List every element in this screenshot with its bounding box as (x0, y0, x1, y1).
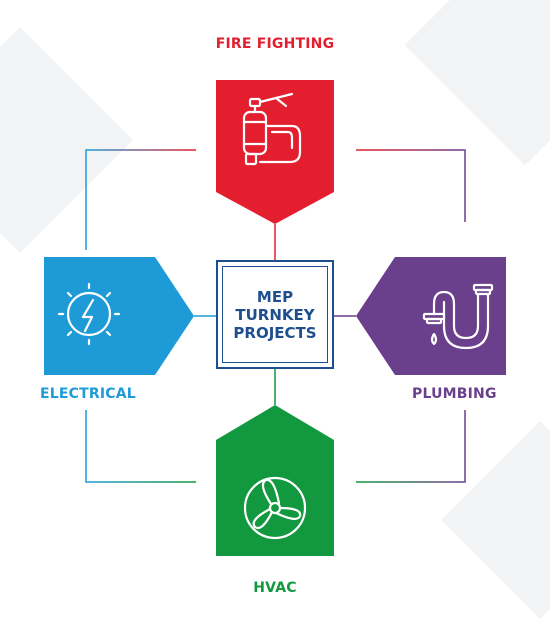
lightning-sun-icon (57, 282, 121, 346)
center-title-line-2: TURNKEY (235, 305, 315, 324)
connector-top-left (85, 149, 196, 250)
center-box: MEP TURNKEY PROJECTS (216, 260, 334, 369)
fire-fighting-label: FIRE FIGHTING (215, 36, 335, 52)
electrical-shape (44, 257, 194, 375)
hvac-shape (216, 405, 334, 556)
plumbing-shape (356, 257, 506, 375)
fan-icon (243, 476, 307, 540)
hvac-label: HVAC (253, 580, 297, 596)
center-inner-frame: MEP TURNKEY PROJECTS (222, 266, 328, 363)
center-title-line-3: PROJECTS (233, 323, 317, 342)
connector-lines (85, 149, 466, 483)
connector-top-right (356, 149, 466, 222)
plumbing-label: PLUMBING (412, 386, 497, 402)
fire-fighting-shape (216, 80, 334, 224)
electrical-label: ELECTRICAL (40, 386, 136, 402)
connector-bottom-right (356, 410, 466, 483)
fire-extinguisher-icon (242, 92, 302, 166)
pipe-faucet-icon (422, 283, 494, 350)
connector-bottom-left (85, 410, 196, 483)
center-title-line-1: MEP (256, 287, 294, 306)
